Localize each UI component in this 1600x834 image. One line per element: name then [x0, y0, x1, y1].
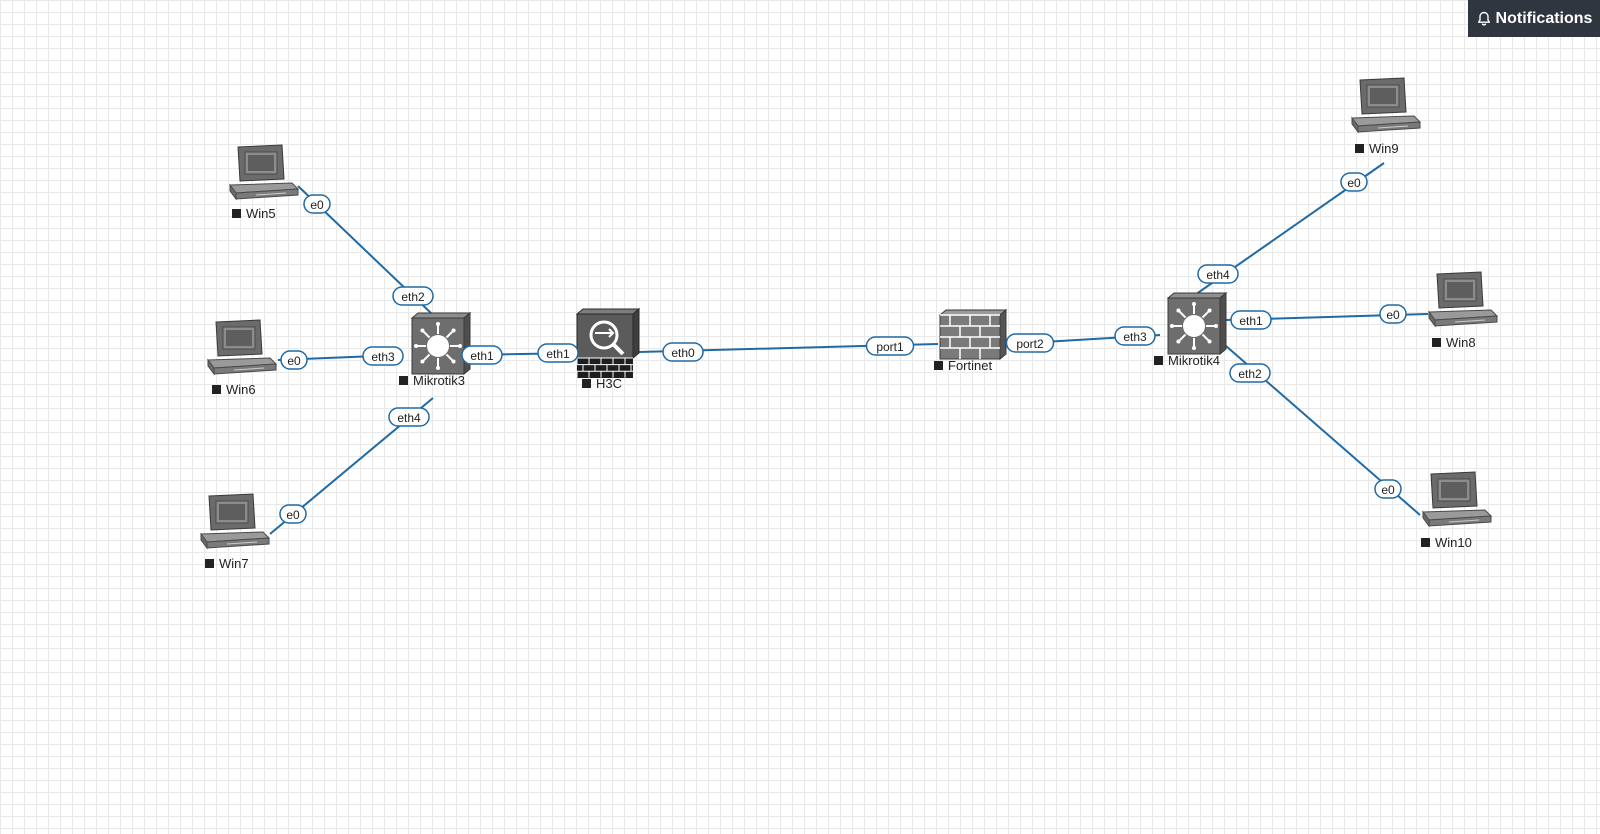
interface-label-mikrotik3-eth3[interactable]: eth3	[362, 346, 404, 366]
interface-label-mikrotik3-eth4[interactable]: eth4	[388, 407, 430, 427]
interface-label-text: e0	[287, 354, 301, 368]
node-label: Win6	[226, 382, 256, 397]
interface-label-mikrotik4-eth3[interactable]: eth3	[1114, 326, 1156, 346]
node-win5[interactable]: Win5	[229, 144, 300, 221]
pc-icon	[200, 493, 271, 550]
interface-label-mikrotik4-eth2[interactable]: eth2	[1229, 363, 1271, 383]
node-status-indicator	[399, 376, 408, 385]
interface-label-text: e0	[1381, 483, 1395, 497]
node-status-indicator	[205, 559, 214, 568]
interface-label-text: eth1	[1239, 314, 1263, 328]
interface-label-fortinet-port1[interactable]: port1	[865, 336, 915, 356]
node-status-indicator	[212, 385, 221, 394]
interface-label-text: e0	[1386, 308, 1400, 322]
interface-label-text: eth3	[371, 350, 395, 364]
interface-label-text: e0	[1347, 176, 1361, 190]
interface-label-text: e0	[286, 508, 300, 522]
node-status-indicator	[1154, 356, 1163, 365]
interface-label-mikrotik3-eth1[interactable]: eth1	[461, 345, 503, 365]
interface-label-win5-e0[interactable]: e0	[303, 194, 331, 214]
node-win8[interactable]: Win8	[1428, 271, 1499, 350]
node-label: Win10	[1435, 535, 1472, 550]
interface-label-fortinet-port2[interactable]: port2	[1005, 333, 1055, 353]
node-label: Fortinet	[948, 358, 992, 373]
node-label: Win9	[1369, 141, 1399, 156]
interface-label-text: e0	[310, 198, 324, 212]
pc-icon	[207, 319, 278, 376]
pc-icon	[229, 144, 300, 201]
interface-label-text: eth2	[1238, 367, 1262, 381]
interfaces-layer: e0 eth2 e0 eth3 e0 eth4 eth1 eth1 eth0 port1 port2…	[279, 172, 1407, 524]
node-status-indicator	[934, 361, 943, 370]
node-mikrotik3[interactable]: Mikrotik3	[399, 311, 472, 388]
node-win6[interactable]: Win6	[207, 319, 278, 397]
node-label: Mikrotik4	[1168, 353, 1220, 368]
interface-label-mikrotik3-eth2[interactable]: eth2	[392, 286, 434, 306]
node-status-indicator	[1355, 144, 1364, 153]
interface-label-text: eth1	[470, 349, 494, 363]
interface-label-mikrotik4-eth4[interactable]: eth4	[1197, 264, 1239, 284]
interface-label-win6-e0[interactable]: e0	[280, 350, 308, 370]
interface-label-text: eth1	[546, 347, 570, 361]
node-status-indicator	[232, 209, 241, 218]
interface-label-text: port2	[1016, 337, 1044, 351]
interface-label-mikrotik4-eth1[interactable]: eth1	[1230, 310, 1272, 330]
node-mikrotik4[interactable]: Mikrotik4	[1154, 291, 1228, 368]
interface-label-text: port1	[876, 340, 904, 354]
node-status-indicator	[1432, 338, 1441, 347]
pc-icon	[1422, 471, 1493, 528]
node-win7[interactable]: Win7	[200, 493, 271, 571]
pc-icon	[1428, 271, 1499, 328]
node-status-indicator	[1421, 538, 1430, 547]
node-label: Win5	[246, 206, 276, 221]
interface-label-text: eth4	[1206, 268, 1230, 282]
notifications-label: Notifications	[1495, 9, 1593, 27]
node-h3c[interactable]: H3C	[575, 307, 641, 391]
bell-icon	[1477, 11, 1490, 25]
interface-label-win9-e0[interactable]: e0	[1340, 172, 1368, 192]
switch-icon	[1166, 291, 1228, 356]
interface-label-text: eth3	[1123, 330, 1147, 344]
interface-label-text: eth4	[397, 411, 421, 425]
pc-icon	[1351, 77, 1422, 134]
interface-label-win7-e0[interactable]: e0	[279, 504, 307, 524]
switch-icon	[410, 311, 472, 376]
node-fortinet[interactable]: Fortinet	[934, 308, 1008, 373]
interface-label-text: eth0	[671, 346, 695, 360]
node-label: H3C	[596, 376, 622, 391]
node-win10[interactable]: Win10	[1421, 471, 1493, 550]
node-win9[interactable]: Win9	[1351, 77, 1422, 156]
interface-label-text: eth2	[401, 290, 425, 304]
interface-label-win10-e0[interactable]: e0	[1374, 479, 1402, 499]
interface-label-win8-e0[interactable]: e0	[1379, 304, 1407, 324]
firewall-appliance-icon	[575, 307, 641, 378]
interface-label-h3c-eth1[interactable]: eth1	[537, 343, 579, 363]
interface-label-h3c-eth0[interactable]: eth0	[662, 342, 704, 362]
node-label: Win8	[1446, 335, 1476, 350]
notifications-button[interactable]: Notifications	[1468, 0, 1600, 37]
node-label: Win7	[219, 556, 249, 571]
node-label: Mikrotik3	[413, 373, 465, 388]
node-status-indicator	[582, 379, 591, 388]
firewall-icon	[938, 308, 1008, 361]
